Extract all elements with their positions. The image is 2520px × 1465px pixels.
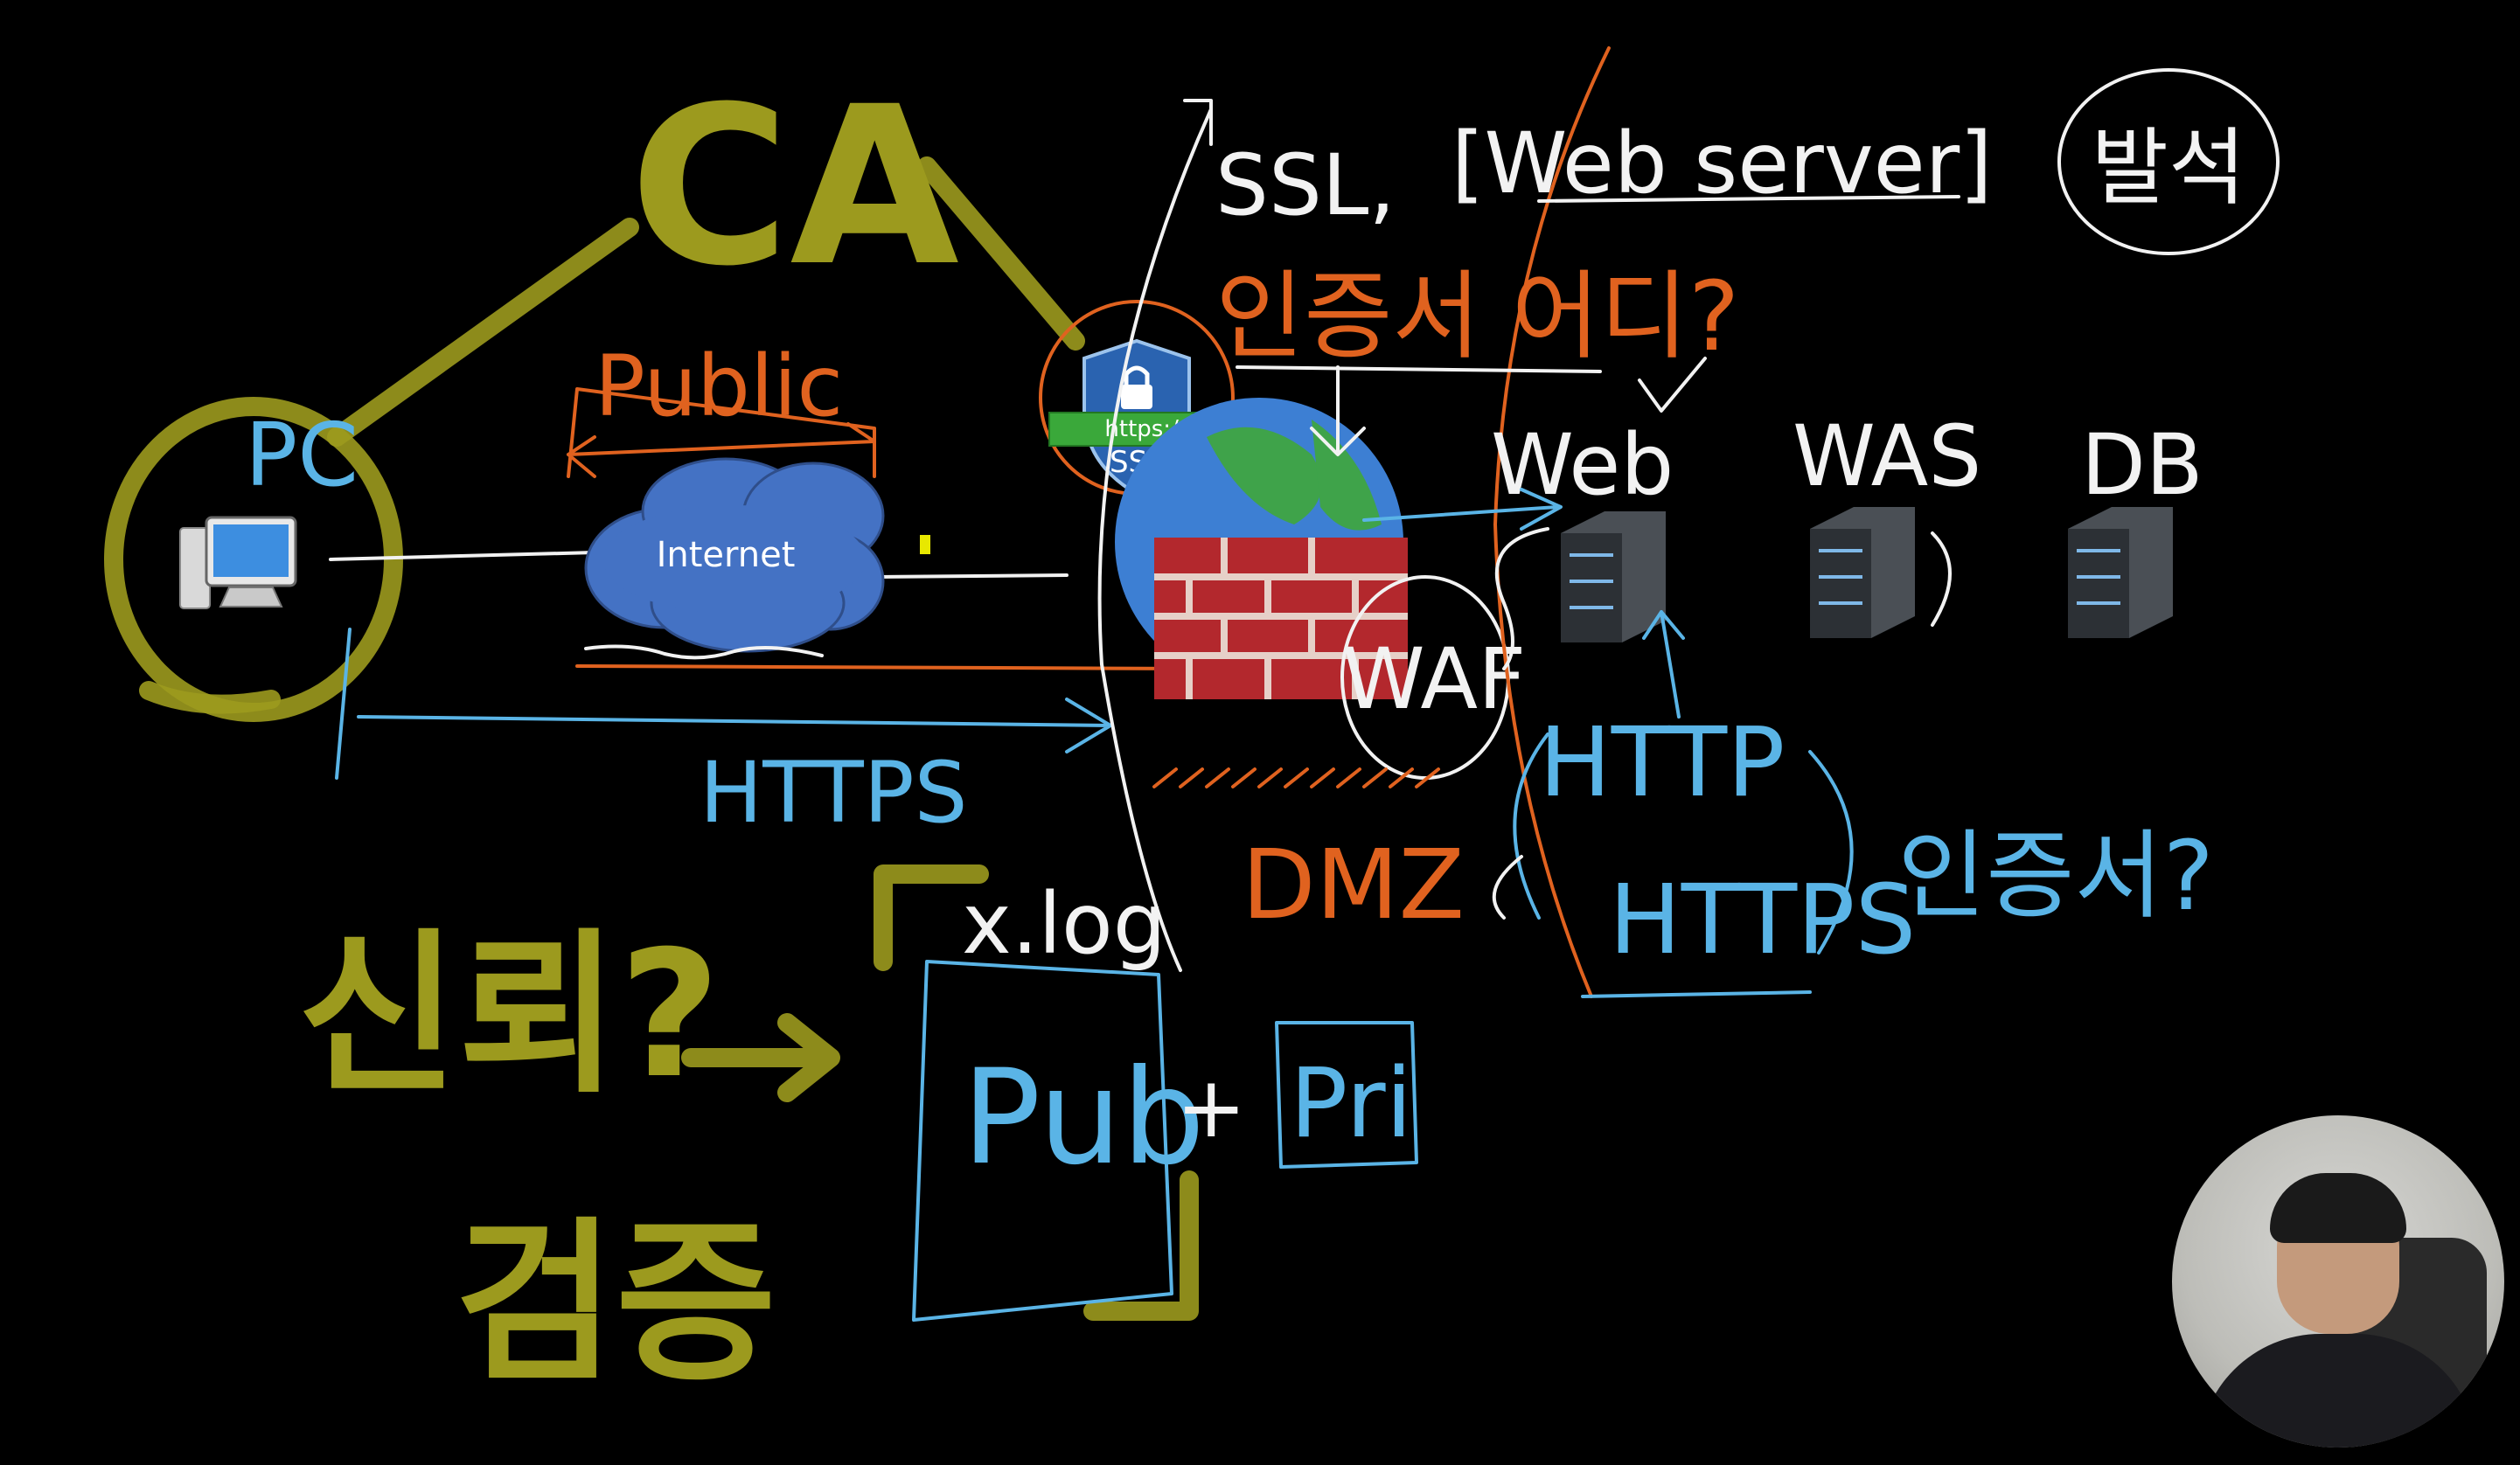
web-open-paren bbox=[1494, 527, 1549, 670]
web-node: Web bbox=[1491, 416, 1674, 642]
protocol-group: HTTP HTTPS 인증서? bbox=[1513, 706, 2214, 998]
http-label: HTTP bbox=[1539, 706, 1786, 818]
was-label: WAS bbox=[1793, 407, 1981, 505]
dmz-label: DMZ bbox=[1242, 829, 1465, 941]
orange-arrow-to-firewall bbox=[575, 645, 1204, 692]
waf-label: WAF bbox=[1342, 630, 1527, 728]
cert-bracket-top bbox=[874, 864, 989, 971]
protocol-close-paren bbox=[1808, 750, 1854, 955]
computer-icon bbox=[179, 516, 297, 609]
was-node: WAS bbox=[1793, 407, 1981, 638]
internet-cloud: Internet bbox=[584, 457, 885, 653]
db-server-icon bbox=[2068, 507, 2173, 638]
was-server-icon bbox=[1810, 507, 1915, 638]
verify-label: 검증 bbox=[455, 1202, 776, 1406]
brick-wall-icon bbox=[1154, 538, 1408, 699]
trust-arrow bbox=[681, 1013, 840, 1102]
trust-question: 신뢰? bbox=[297, 913, 720, 1117]
internet-label: Internet bbox=[657, 535, 796, 575]
certificate-keys: x.log Pub + Pri bbox=[912, 875, 1418, 1322]
presenter-webcam bbox=[2172, 1115, 2504, 1448]
cursor-marker bbox=[920, 535, 930, 554]
https-arrow-line bbox=[357, 698, 1112, 753]
pc-node: PC bbox=[179, 404, 359, 609]
https-arrow-start bbox=[335, 628, 352, 780]
xlog-label: x.log bbox=[962, 875, 1166, 973]
https-inner-label: HTTPS bbox=[1609, 864, 1916, 976]
ca-to-ssl-line bbox=[917, 156, 1085, 351]
firewall-to-web-arrow bbox=[1362, 488, 1563, 531]
presenter-hair bbox=[2270, 1173, 2406, 1243]
internet-underline bbox=[584, 644, 824, 660]
checkmark-icon bbox=[1638, 357, 1707, 413]
pc-internet-link bbox=[329, 551, 596, 561]
dmz-boundary-curve bbox=[1097, 108, 1213, 972]
yellow-highlighter-layer: CA 신뢰? 검증 bbox=[104, 59, 1199, 1406]
internal-boundary-curve bbox=[1493, 46, 1611, 998]
cert-where-pointer bbox=[1236, 365, 1602, 456]
internet-firewall-link bbox=[877, 573, 1069, 579]
dmz-hatching bbox=[1152, 767, 1440, 788]
ssl-heading: SSL, bbox=[1215, 136, 1396, 234]
web-server-underline bbox=[1537, 195, 1960, 203]
firewall-node: WAF bbox=[1115, 398, 1527, 788]
cert-where-label: 인증서 어디? bbox=[1215, 260, 1739, 372]
heading-corner-mark bbox=[1183, 99, 1213, 146]
db-node: DB bbox=[2068, 416, 2203, 638]
web-label: Web bbox=[1491, 416, 1674, 514]
db-label: DB bbox=[2081, 416, 2203, 514]
public-annotation: Public bbox=[567, 337, 876, 478]
cert-question-label: 인증서? bbox=[1897, 820, 2214, 932]
pub-label: Pub bbox=[962, 1042, 1205, 1194]
ca-label: CA bbox=[630, 59, 959, 314]
public-bracket bbox=[567, 387, 876, 478]
https-label: HTTPS bbox=[700, 744, 968, 842]
cert-bracket-bottom bbox=[1083, 1170, 1199, 1321]
pri-key-box bbox=[1275, 1021, 1418, 1169]
web-server-icon bbox=[1561, 511, 1666, 642]
dmz-zone: DMZ bbox=[1242, 829, 1523, 941]
was-close-paren bbox=[1931, 531, 1952, 627]
pc-highlight-tail bbox=[139, 681, 281, 714]
http-to-web-arrow bbox=[1642, 610, 1685, 719]
dmz-paren bbox=[1492, 855, 1523, 920]
ca-to-pc-line bbox=[327, 218, 639, 447]
pc-label: PC bbox=[245, 404, 359, 506]
korean-circled-text: 발석 bbox=[2092, 119, 2246, 217]
pub-key-box bbox=[912, 960, 1173, 1322]
protocol-open-paren bbox=[1513, 732, 1549, 920]
heading-annotation: SSL, [Web server] 발석 bbox=[1183, 68, 2280, 255]
plus-label: + bbox=[1176, 1059, 1246, 1156]
https-arrow: HTTPS bbox=[335, 628, 1112, 842]
korean-circle bbox=[2057, 68, 2280, 255]
https-underline bbox=[1581, 990, 1812, 998]
lock-icon bbox=[1121, 365, 1152, 409]
public-arrow bbox=[567, 422, 876, 478]
pri-label: Pri bbox=[1290, 1047, 1412, 1159]
